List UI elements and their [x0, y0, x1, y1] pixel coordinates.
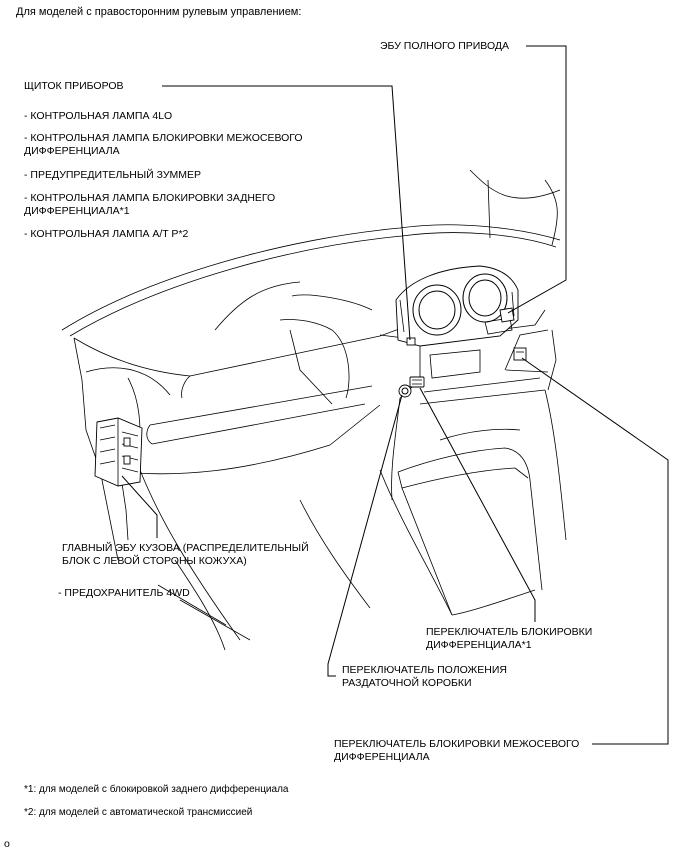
label-center-diff-switch: ПЕРЕКЛЮЧАТЕЛЬ БЛОКИРОВКИ МЕЖОСЕВОГО: [334, 738, 580, 750]
meter-item-center-diff-lamp: - КОНТРОЛЬНАЯ ЛАМПА БЛОКИРОВКИ МЕЖОСЕВОГ…: [24, 132, 303, 144]
combination-meter: [395, 265, 519, 347]
label-transfer-switch: ПЕРЕКЛЮЧАТЕЛЬ ПОЛОЖЕНИЯ: [342, 664, 507, 676]
label-awd-ecu: ЭБУ ПОЛНОГО ПРИВОДА: [380, 40, 510, 52]
meter-item-rear-diff-lamp-cont: ДИФФЕРЕНЦИАЛА*1: [24, 205, 130, 217]
main-body-ecu: [94, 417, 143, 487]
meter-item-4lo-lamp: - КОНТРОЛЬНАЯ ЛАМПА 4LO: [24, 110, 173, 122]
awd-ecu: [499, 307, 515, 323]
label-combination-meter: ЩИТОК ПРИБОРОВ: [24, 80, 124, 92]
transfer-position-switch: [398, 384, 412, 398]
footnote-2: *2: для моделей с автоматической трансми…: [24, 807, 253, 818]
meter-item-center-diff-lamp-cont: ДИФФЕРЕНЦИАЛА: [24, 145, 120, 157]
label-4wd-fuse: - ПРЕДОХРАНИТЕЛЬ 4WD: [58, 587, 190, 599]
label-rear-diff-switch: ПЕРЕКЛЮЧАТЕЛЬ БЛОКИРОВКИ: [426, 626, 593, 638]
label-rear-diff-switch-cont: ДИФФЕРЕНЦИАЛА*1: [426, 639, 532, 651]
rear-diff-lock-switch: [409, 376, 425, 388]
meter-item-at-p-lamp: - КОНТРОЛЬНАЯ ЛАМПА A/T P*2: [24, 228, 189, 240]
page-heading: Для моделей с правосторонним рулевым упр…: [16, 6, 302, 18]
footnote-1: *1: для моделей с блокировкой заднего ди…: [24, 784, 289, 795]
label-main-body-ecu-cont: БЛОК С ЛЕВОЙ СТОРОНЫ КОЖУХА): [62, 555, 247, 567]
label-center-diff-switch-cont: ДИФФЕРЕНЦИАЛА: [334, 751, 430, 763]
center-diff-lock-switch: [513, 347, 527, 361]
meter-item-buzzer: - ПРЕДУПРЕДИТЕЛЬНЫЙ ЗУММЕР: [24, 169, 202, 181]
label-main-body-ecu: ГЛАВНЫЙ ЭБУ КУЗОВА (РАСПРЕДЕЛИТЕЛЬНЫЙ: [62, 542, 309, 554]
corner-mark: o: [4, 838, 10, 850]
leader-lines: [121, 45, 669, 745]
meter-item-rear-diff-lamp: - КОНТРОЛЬНАЯ ЛАМПА БЛОКИРОВКИ ЗАДНЕГО: [24, 192, 276, 204]
label-transfer-switch-cont: РАЗДАТОЧНОЙ КОРОБКИ: [342, 677, 472, 689]
windshield-outline: [61, 169, 561, 337]
